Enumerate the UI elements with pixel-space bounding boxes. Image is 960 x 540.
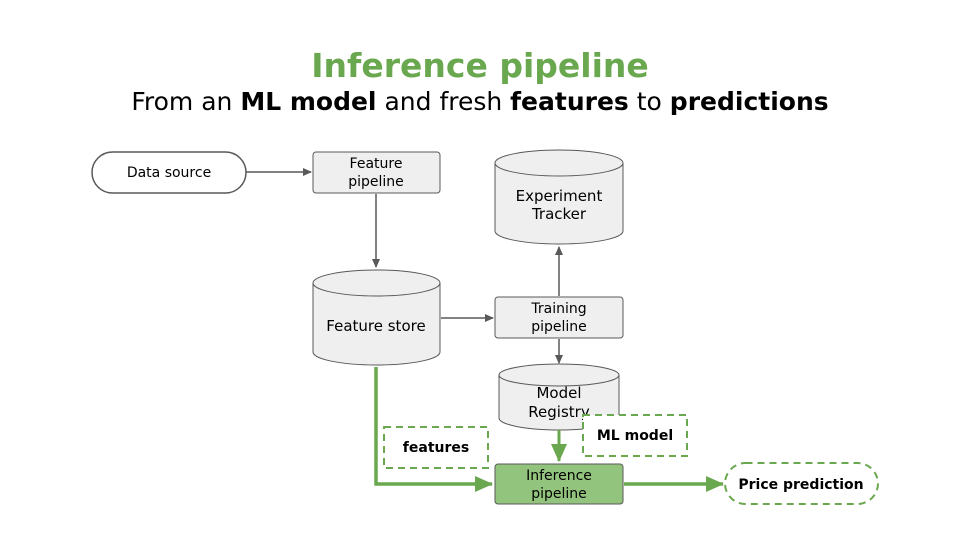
data-source-label: Data source [127,165,211,181]
ml-model-label-text: ML model [597,428,673,444]
feature-pipeline-label-line1: Feature [350,156,403,172]
inference-pipeline-label-line1: Inference [526,468,592,484]
model-registry-label-line2: Registry [528,403,590,421]
subtitle-part-3: to [628,87,670,116]
node-training-pipeline: Training pipeline [494,296,624,339]
feature-pipeline-label-line2: pipeline [348,174,404,190]
subtitle-bold-predictions: predictions [669,87,829,116]
training-pipeline-label-line1: Training [530,301,586,317]
model-registry-label-line1: Model [536,384,581,402]
page-title: Inference pipeline [311,46,649,85]
node-price-prediction: Price prediction [724,462,879,505]
features-label-text: features [403,440,469,456]
feature-store-label: Feature store [326,317,425,335]
label-features: features [383,426,489,469]
price-prediction-label: Price prediction [738,477,863,493]
label-ml-model: ML model [582,414,688,457]
subtitle-part-2: and fresh [376,87,511,116]
node-feature-pipeline: Feature pipeline [312,151,441,194]
page-subtitle: From an ML model and fresh features to p… [0,87,960,116]
inference-pipeline-label-line2: pipeline [531,486,587,502]
node-experiment-tracker: Experiment Tracker [494,149,624,245]
node-inference-pipeline: Inference pipeline [494,463,624,505]
experiment-tracker-label-line1: Experiment [516,187,603,205]
subtitle-bold-ml-model: ML model [240,87,377,116]
experiment-tracker-label-line2: Tracker [531,205,587,223]
edge-feature-store-to-inference-pipeline [374,367,493,492]
node-data-source: Data source [91,151,247,194]
subtitle-part-1: From an [131,87,241,116]
subtitle-bold-features: features [510,87,629,116]
training-pipeline-label-line2: pipeline [531,319,587,335]
node-feature-store: Feature store [312,269,441,366]
